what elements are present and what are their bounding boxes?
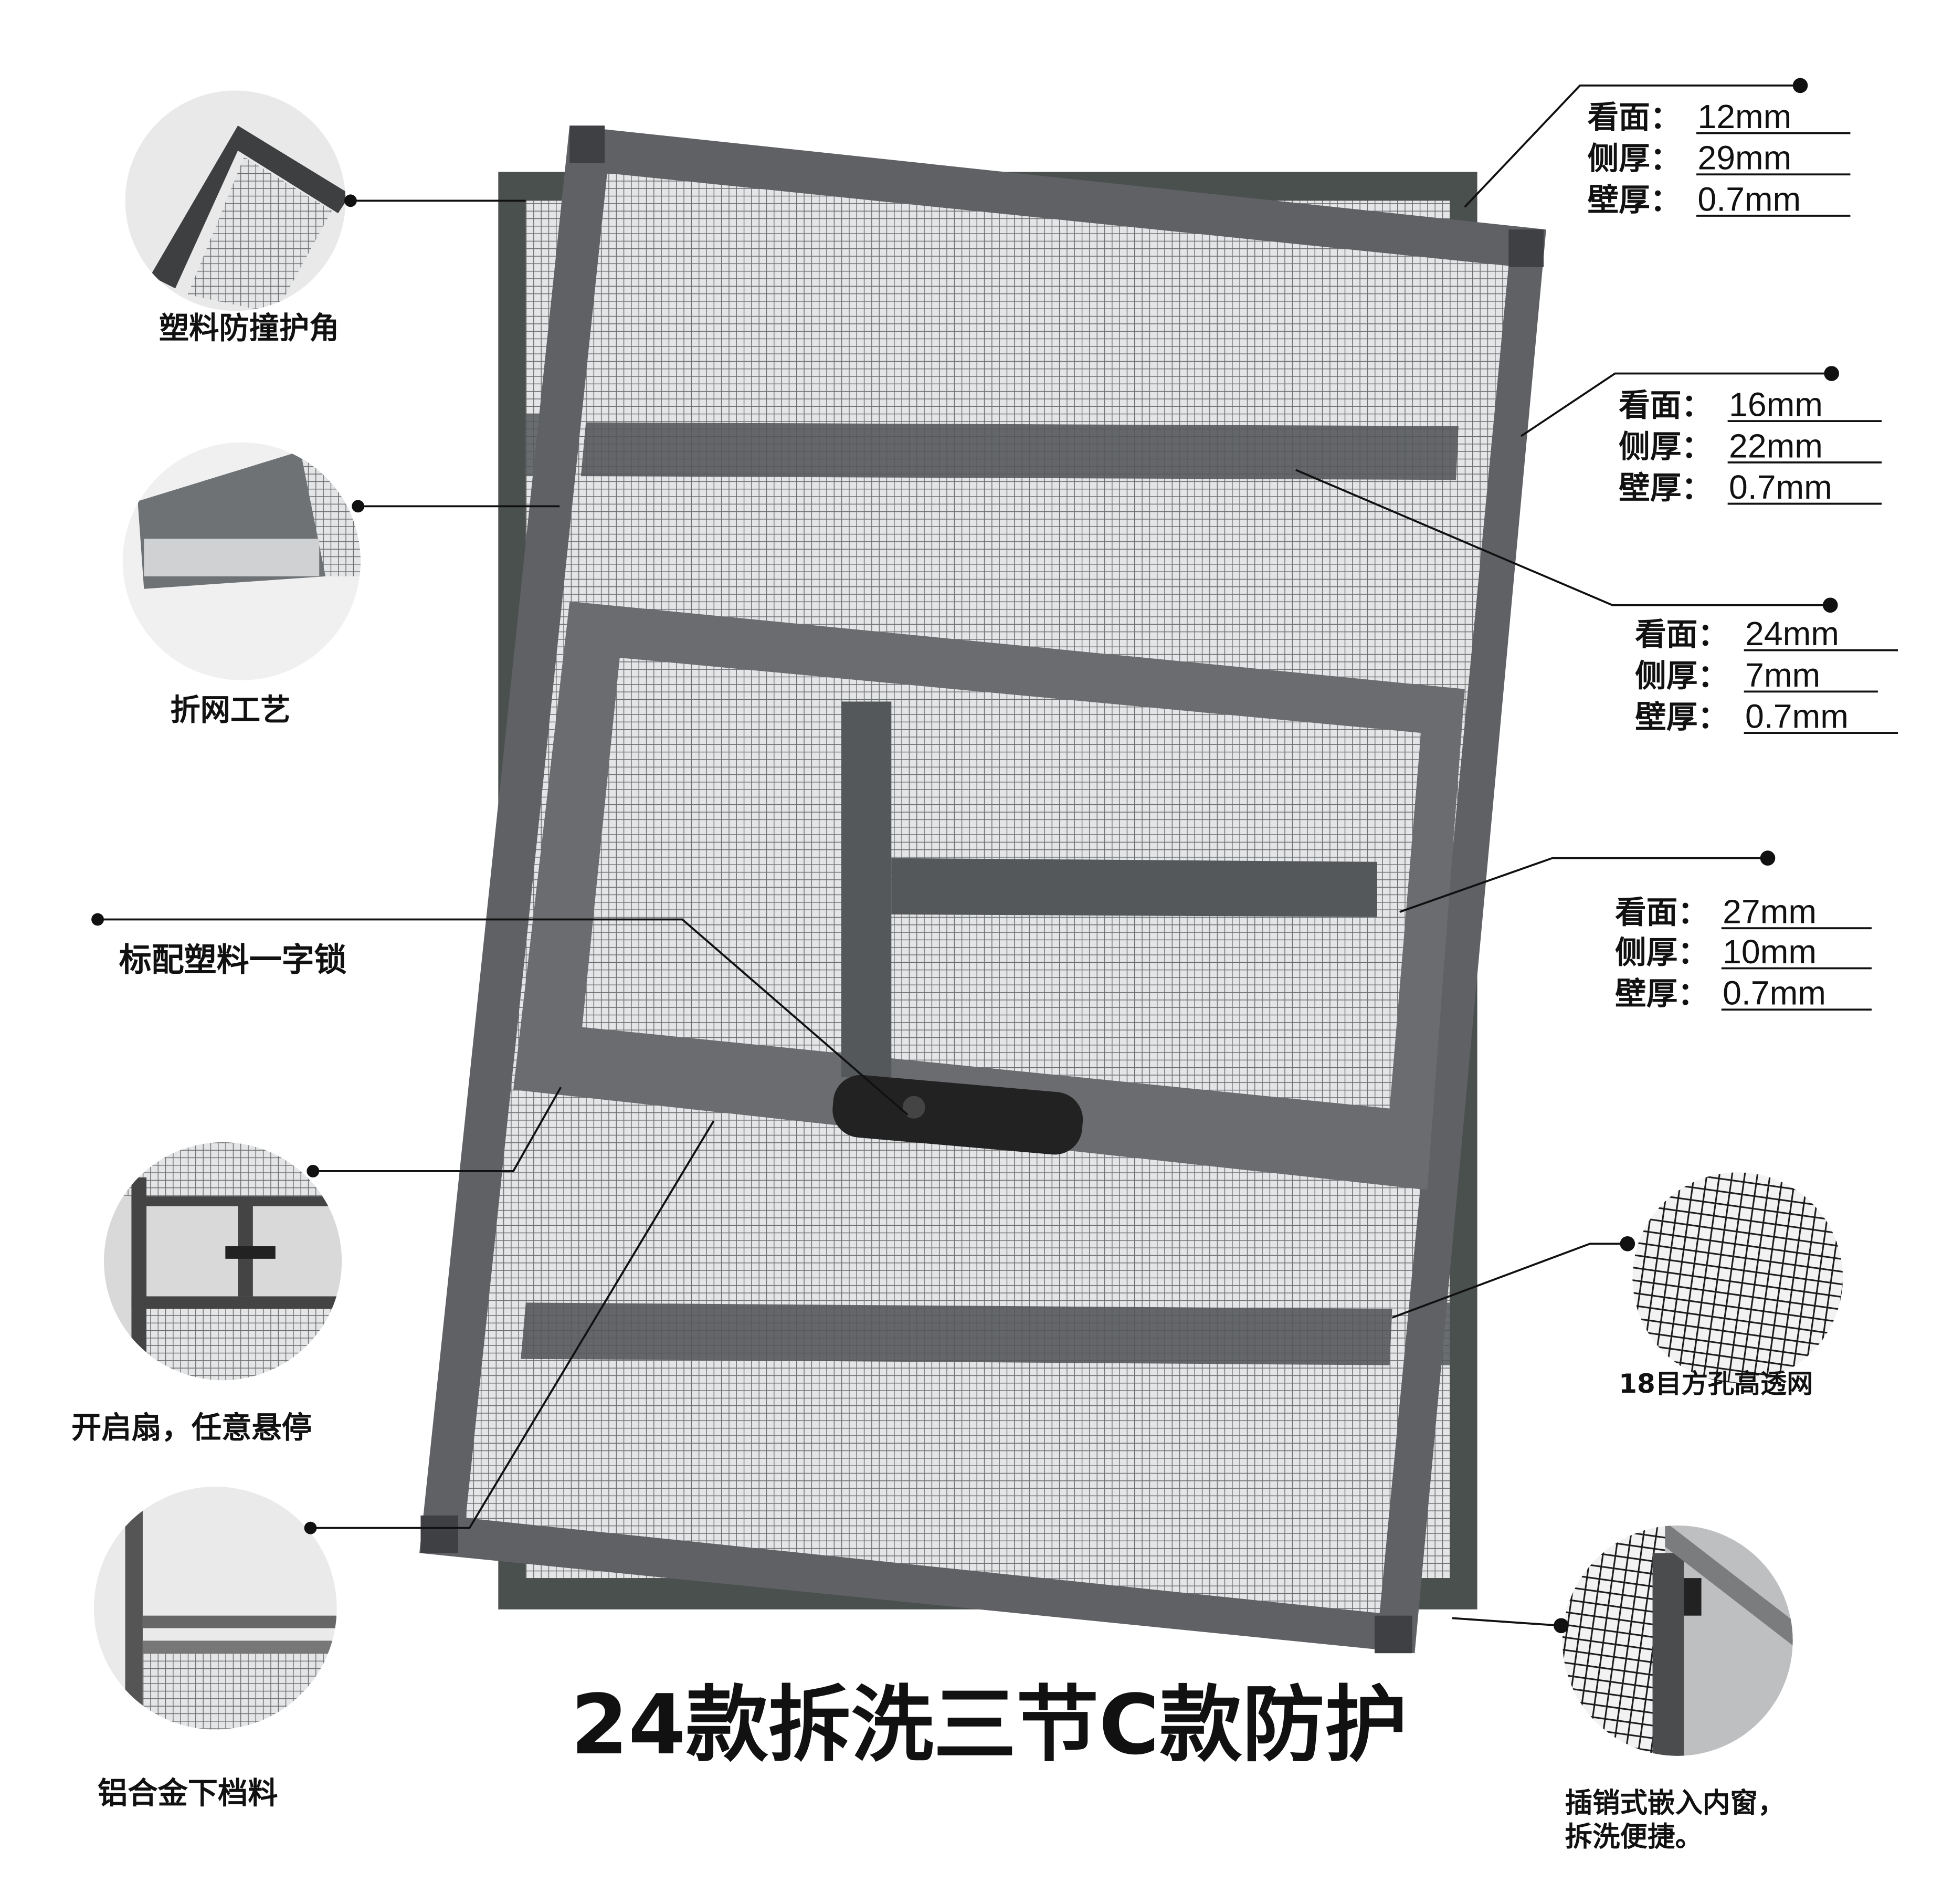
svg-text:看面：: 看面： xyxy=(1615,895,1709,931)
label-folded-mesh: 折网工艺 xyxy=(170,693,290,728)
svg-text:24mm: 24mm xyxy=(1745,615,1839,653)
svg-text:0.7mm: 0.7mm xyxy=(1745,698,1849,735)
label-mesh: 18目方孔高透网 xyxy=(1619,1369,1813,1399)
svg-text:16mm: 16mm xyxy=(1729,386,1823,424)
svg-text:0.7mm: 0.7mm xyxy=(1729,468,1832,506)
svg-text:看面：: 看面： xyxy=(1619,388,1713,424)
leader-lines xyxy=(91,78,1839,1634)
latch-closeup-photo xyxy=(1562,1525,1793,1756)
svg-text:侧厚：: 侧厚： xyxy=(1619,429,1713,465)
spec-block-2: 看面： 16mm 侧厚： 22mm 壁厚： 0.7mm xyxy=(1619,386,1882,507)
spec-block-4: 看面： 27mm 侧厚： 10mm 壁厚： 0.7mm xyxy=(1615,893,1872,1013)
label-opening-sash: 开启扇，任意悬停 xyxy=(71,1411,312,1445)
label-lock: 标配塑料一字锁 xyxy=(119,940,347,979)
label-bottom-rail: 铝合金下档料 xyxy=(98,1776,278,1811)
mesh-closeup-photo xyxy=(1632,1172,1843,1383)
svg-text:壁厚：: 壁厚： xyxy=(1615,976,1709,1013)
spec-block-3: 看面： 24mm 侧厚： 7mm 壁厚： 0.7mm xyxy=(1635,615,1898,736)
svg-text:壁厚：: 壁厚： xyxy=(1619,470,1713,507)
svg-text:0.7mm: 0.7mm xyxy=(1697,180,1801,218)
svg-text:侧厚：: 侧厚： xyxy=(1615,935,1709,971)
folded-mesh-profile-photo xyxy=(122,442,361,680)
aluminum-bottom-rail-photo xyxy=(93,1487,337,1730)
svg-text:22mm: 22mm xyxy=(1729,427,1823,465)
svg-text:侧厚：: 侧厚： xyxy=(1588,141,1682,177)
svg-text:侧厚：: 侧厚： xyxy=(1635,658,1729,695)
spec-block-1: 看面： 12mm 侧厚： 29mm 壁厚： 0.7mm xyxy=(1588,98,1851,218)
svg-text:0.7mm: 0.7mm xyxy=(1723,974,1826,1012)
svg-text:看面：: 看面： xyxy=(1588,100,1682,136)
svg-text:壁厚：: 壁厚： xyxy=(1635,700,1729,736)
svg-text:7mm: 7mm xyxy=(1745,656,1820,694)
svg-text:看面：: 看面： xyxy=(1635,617,1729,653)
label-corner-guard: 塑料防撞护角 xyxy=(159,311,339,346)
svg-text:27mm: 27mm xyxy=(1723,893,1817,931)
svg-text:10mm: 10mm xyxy=(1723,933,1817,971)
svg-text:12mm: 12mm xyxy=(1697,98,1791,135)
svg-text:壁厚：: 壁厚： xyxy=(1588,182,1682,218)
product-title: 24款拆洗三节C款防护 xyxy=(571,1677,1407,1773)
opening-sash xyxy=(513,601,1465,1190)
label-latch-line2: 拆洗便捷。 xyxy=(1565,1821,1703,1853)
svg-text:29mm: 29mm xyxy=(1697,139,1791,177)
label-latch-line1: 插销式嵌入内窗， xyxy=(1565,1787,1786,1819)
corner-guard-photo xyxy=(125,90,346,311)
lock-handle[interactable] xyxy=(830,1072,1085,1156)
